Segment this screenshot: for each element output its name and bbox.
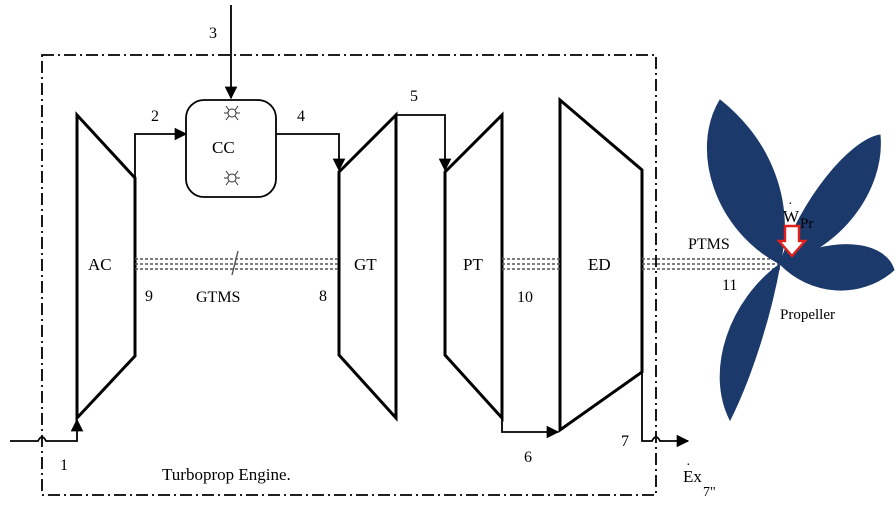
- propeller: [706, 99, 895, 422]
- state-11: 11: [722, 277, 737, 294]
- state-2: 2: [151, 108, 159, 125]
- combustion-chamber: [185, 99, 277, 198]
- air-compressor: [75, 111, 137, 422]
- state-8: 8: [319, 288, 327, 305]
- power-arrow: [776, 224, 808, 258]
- state-4: 4: [297, 108, 305, 125]
- flame-icon: [224, 105, 240, 121]
- label-pt: PT: [463, 255, 483, 274]
- propeller-blade: [779, 134, 881, 265]
- flame-icon: [224, 170, 240, 186]
- state-7: 7: [621, 433, 629, 450]
- state-9: 9: [145, 288, 153, 305]
- label-gtms: GTMS: [196, 289, 240, 306]
- propeller-blade: [719, 262, 781, 422]
- gtms-shaft: [135, 258, 339, 270]
- label-ac: AC: [88, 255, 112, 274]
- flow-6: [501, 418, 560, 439]
- label-cc: CC: [212, 138, 235, 157]
- engine-label: Turboprop Engine.: [162, 465, 291, 484]
- label-gt: GT: [354, 255, 377, 274]
- flow-2: [134, 127, 188, 178]
- power-symbol: W: [783, 207, 800, 226]
- state-10: 10: [517, 289, 533, 306]
- label-ed: ED: [588, 255, 611, 274]
- flow-4: [276, 133, 346, 172]
- state-6: 6: [524, 449, 532, 466]
- power-dot: ·: [788, 197, 793, 212]
- gas-turbine: [337, 111, 398, 422]
- propeller-blade: [779, 244, 895, 291]
- pt-ed-shaft: [502, 258, 560, 270]
- propeller-label: Propeller: [780, 307, 835, 323]
- state-3: 3: [209, 25, 217, 42]
- state-5: 5: [410, 88, 418, 105]
- exergy-dot: ·: [686, 458, 691, 473]
- engine-boundary: [41, 54, 657, 496]
- flow-5: [396, 114, 452, 172]
- flow-7-exhaust: [641, 372, 690, 448]
- label-ptms: PTMS: [688, 236, 730, 253]
- shaft-break-mark: [231, 250, 239, 276]
- exergy-subscript: 7": [703, 485, 716, 500]
- exergy-symbol: Ex: [683, 467, 702, 486]
- power-subscript: Pr: [800, 216, 813, 232]
- propeller-blade: [706, 99, 785, 265]
- state-1: 1: [60, 457, 68, 474]
- ptms-shaft: [642, 258, 780, 270]
- flow-inlet: [10, 418, 84, 442]
